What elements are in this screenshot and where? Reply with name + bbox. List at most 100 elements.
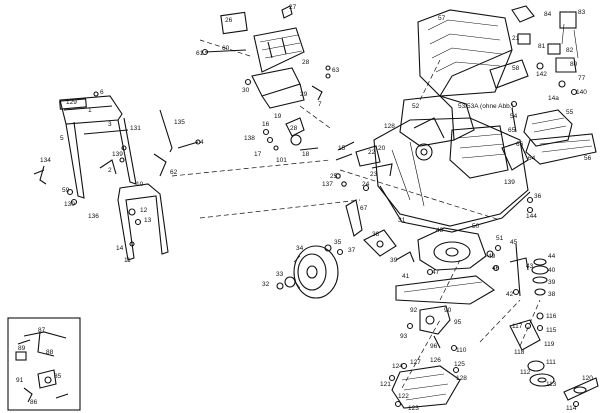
label-54: 54 <box>510 113 518 120</box>
part-labels: 26 27 28 29 30 61 60 63 7 57 58 21 84 83… <box>16 4 593 412</box>
label-30: 30 <box>242 87 250 94</box>
label-12: 12 <box>140 207 148 214</box>
label-47: 47 <box>432 269 440 276</box>
label-50: 50 <box>472 223 480 230</box>
label-35: 35 <box>334 239 342 246</box>
label-130: 130 <box>64 201 75 208</box>
label-44: 44 <box>548 253 556 260</box>
label-56: 56 <box>584 155 592 162</box>
label-139: 139 <box>112 151 123 158</box>
label-32: 32 <box>262 281 270 288</box>
label-14a: 14a <box>548 95 559 102</box>
label-11: 11 <box>124 257 131 264</box>
label-92: 92 <box>410 307 418 314</box>
label-116: 116 <box>546 313 557 320</box>
part-group-chassis <box>262 95 531 233</box>
label-139b: 139 <box>504 179 515 186</box>
part-group-wheel <box>276 199 415 299</box>
label-84: 84 <box>544 11 552 18</box>
label-81: 81 <box>538 43 546 50</box>
label-36: 36 <box>534 193 542 200</box>
label-2: 2 <box>108 167 112 174</box>
label-62: 62 <box>170 169 178 176</box>
label-90: 90 <box>444 307 452 314</box>
label-85: 85 <box>54 373 62 380</box>
label-93: 93 <box>400 333 408 340</box>
label-111: 111 <box>546 359 556 366</box>
label-129: 129 <box>66 99 77 106</box>
label-6: 6 <box>100 89 104 96</box>
label-28b: 28 <box>290 125 298 132</box>
label-121: 121 <box>380 381 391 388</box>
label-57: 57 <box>438 15 446 22</box>
inset-box <box>7 317 81 411</box>
label-65: 65 <box>508 127 516 134</box>
label-21: 21 <box>512 35 520 42</box>
label-40: 40 <box>548 267 556 274</box>
label-31: 31 <box>398 217 406 224</box>
label-48: 48 <box>436 227 444 234</box>
label-29: 29 <box>300 91 308 98</box>
label-63: 63 <box>332 67 340 74</box>
label-80: 80 <box>570 61 578 68</box>
label-101: 101 <box>276 157 287 164</box>
label-13: 13 <box>144 217 152 224</box>
label-43: 43 <box>526 263 534 270</box>
label-15: 15 <box>338 145 346 152</box>
part-group-blade-hub <box>406 305 599 408</box>
label-123: 123 <box>408 405 419 412</box>
assembly-dashed-lines <box>171 39 541 389</box>
label-128b: 128 <box>456 375 467 382</box>
label-67: 67 <box>360 205 368 212</box>
label-117: 117 <box>512 323 523 330</box>
label-88: 88 <box>46 349 54 356</box>
label-144: 144 <box>526 213 537 220</box>
label-28: 28 <box>302 59 310 66</box>
part-group-engine-right <box>501 100 597 214</box>
part-group-deflector <box>388 362 461 409</box>
label-7: 7 <box>318 101 322 108</box>
label-115: 115 <box>546 327 557 334</box>
part-group-blade-housing <box>395 227 549 305</box>
label-58: 58 <box>512 65 520 72</box>
label-42: 42 <box>506 291 514 298</box>
label-82: 82 <box>566 47 574 54</box>
label-26: 26 <box>225 17 233 24</box>
label-59: 59 <box>62 187 70 194</box>
label-87: 87 <box>38 327 46 334</box>
label-5: 5 <box>60 135 64 142</box>
label-53: 53/53A (ohne Abb.) <box>458 103 514 110</box>
label-137: 137 <box>322 181 333 188</box>
label-64: 64 <box>528 155 536 162</box>
label-124: 124 <box>392 363 403 370</box>
label-128: 128 <box>384 123 395 130</box>
label-45: 45 <box>510 239 518 246</box>
label-126: 126 <box>430 357 441 364</box>
label-25: 25 <box>330 173 338 180</box>
part-group-hood <box>417 5 579 97</box>
label-83: 83 <box>578 9 586 16</box>
label-51: 51 <box>496 235 504 242</box>
label-61: 61 <box>196 50 204 57</box>
label-140: 140 <box>576 89 587 96</box>
label-14: 14 <box>116 245 124 252</box>
label-41: 41 <box>402 273 410 280</box>
label-120: 120 <box>582 375 593 382</box>
label-37: 37 <box>348 247 356 254</box>
label-138: 138 <box>244 135 255 142</box>
label-89: 89 <box>18 345 26 352</box>
label-134: 134 <box>40 157 51 164</box>
label-38b: 38 <box>548 291 556 298</box>
label-77: 77 <box>578 75 586 82</box>
label-113: 113 <box>546 381 557 388</box>
label-52: 52 <box>412 103 420 110</box>
label-118: 118 <box>514 349 525 356</box>
label-91: 91 <box>16 377 24 384</box>
label-96: 96 <box>430 343 438 350</box>
part-group-cover <box>201 5 331 109</box>
label-24: 24 <box>362 181 370 188</box>
label-20: 20 <box>378 145 386 152</box>
label-86: 86 <box>30 399 38 406</box>
label-127: 127 <box>410 359 421 366</box>
